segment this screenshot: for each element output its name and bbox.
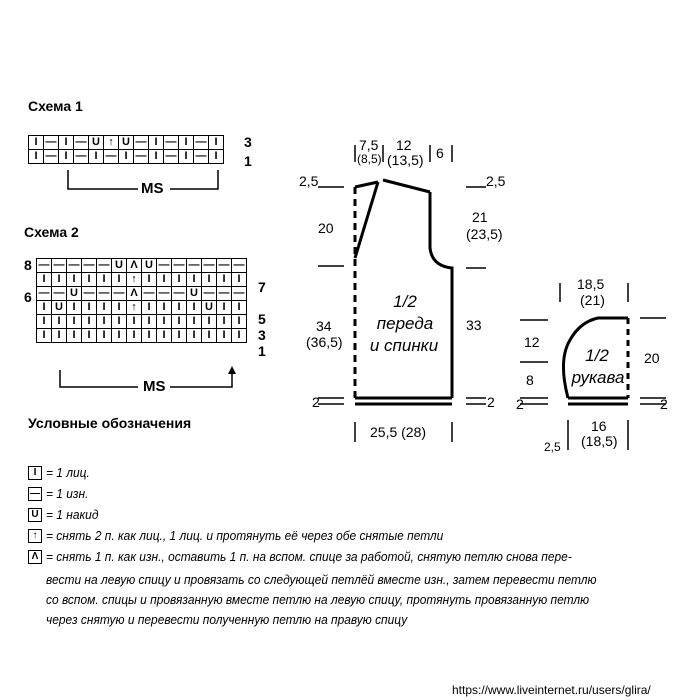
body-bottom-left-dim: 2 [312,394,320,410]
stitch-cell: I [231,328,247,343]
sleeve-left-lower: 8 [526,372,534,388]
body-armhole-left: 20 [318,220,334,236]
legend-item-text: = 1 накид [46,507,99,522]
stitch-cell: I [208,135,224,150]
scheme2-row-number: 3 [258,327,266,343]
legend-symbol-icon: ↑ [28,529,42,543]
legend-item-text: = 1 изн. [46,486,89,501]
stitch-cell: — [43,149,59,164]
stitch-cell: — [231,258,247,273]
sleeve-left-cap: 12 [524,334,540,350]
scheme2-row-number: 7 [258,279,266,295]
sleeve-label-2: рукава [571,368,625,387]
body-side-left: 34 [316,318,332,334]
watermark: https://www.liveinternet.ru/users/glira/ [452,683,651,697]
scheme2-title: Схема 2 [24,224,79,240]
scheme1-ms-label: MS [138,180,167,197]
sleeve-right-height: 20 [644,350,660,366]
legend-item-text: = 1 лиц. [46,465,90,480]
legend-continuation-line: через снятую и перевести полученную петл… [46,612,408,627]
scheme1-row-number: 1 [244,153,252,169]
sleeve-top-width-alt: (21) [580,292,605,308]
scheme1-title: Схема 1 [28,98,83,114]
stitch-cell: I [178,149,194,164]
scheme2-row-number: 6 [24,289,32,305]
legend-item-text: = снять 1 п. как изн., оставить 1 п. на … [46,549,572,564]
sleeve-width-alt: (18,5) [581,433,618,449]
legend-title: Условные обозначения [28,415,192,431]
body-bottom-right-dim: 2 [487,394,495,410]
body-label-3: и спинки [369,336,439,355]
stitch-cell: I [231,300,247,315]
legend-symbol-icon: — [28,487,42,501]
sleeve-top-width: 18,5 [577,276,605,292]
body-top-dim-1-alt: (8,5) [357,152,382,166]
legend-symbol-icon: I [28,466,42,480]
legend-symbol-icon: Λ [28,550,42,564]
body-width-dim: 25,5 (28) [370,424,427,440]
scheme1-row-number: 3 [244,134,252,150]
scheme2-ms-label: MS [140,378,169,395]
body-armhole-right: 21 [472,209,488,225]
body-left-top-dim: 2,5 [299,173,319,189]
stitch-cell: I [171,328,187,343]
body-top-dim-2-alt: (13,5) [387,152,424,168]
body-top-dim-2: 12 [396,137,412,153]
stitch-cell: I [208,149,224,164]
sleeve-cuff-dim: 2,5 [544,440,561,454]
legend-item-text: = снять 2 п. как лиц., 1 лиц. и протянут… [46,528,444,543]
stitch-cell: I [81,328,97,343]
sleeve-bottom-left-dim: 2 [516,396,524,412]
body-label-2: переда [376,314,434,333]
scheme2-row-number: 5 [258,311,266,327]
scheme2-row-number: 8 [24,257,32,273]
stitch-cell: — [103,149,119,164]
legend-continuation-line: вести на левую спицу и провязать со след… [46,572,597,587]
body-label-1: 1/2 [393,292,417,311]
grid-row: I—I—I—I—I—I—I [28,149,224,164]
stitch-cell: — [193,149,209,164]
legend-symbol-icon: U [28,508,42,522]
stitch-cell: I [111,328,127,343]
scheme2-row-number: 1 [258,343,266,359]
sleeve-width: 16 [591,418,607,434]
body-right-top-dim: 2,5 [486,173,506,189]
stitch-cell: I [201,328,217,343]
body-top-dim-1: 7,5 [359,137,379,153]
body-top-dim-3: 6 [436,145,444,161]
body-side-right: 33 [466,317,482,333]
sleeve-bottom-right-dim: 2 [660,396,668,412]
body-side-left-alt: (36,5) [306,334,343,350]
legend-continuation-line: со вспом. спицы и провязанную вместе пет… [46,592,590,607]
sleeve-label-1: 1/2 [585,346,609,365]
body-armhole-right-alt: (23,5) [466,226,503,242]
